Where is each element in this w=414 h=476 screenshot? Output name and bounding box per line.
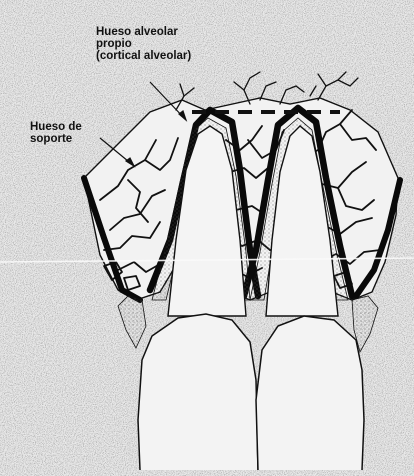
crown-right	[256, 316, 364, 470]
label-alveolar-bone-proper: Hueso alveolar propio (cortical alveolar…	[96, 26, 191, 62]
crown-left	[138, 314, 258, 470]
label-supporting-bone: Hueso de soporte	[30, 121, 82, 145]
